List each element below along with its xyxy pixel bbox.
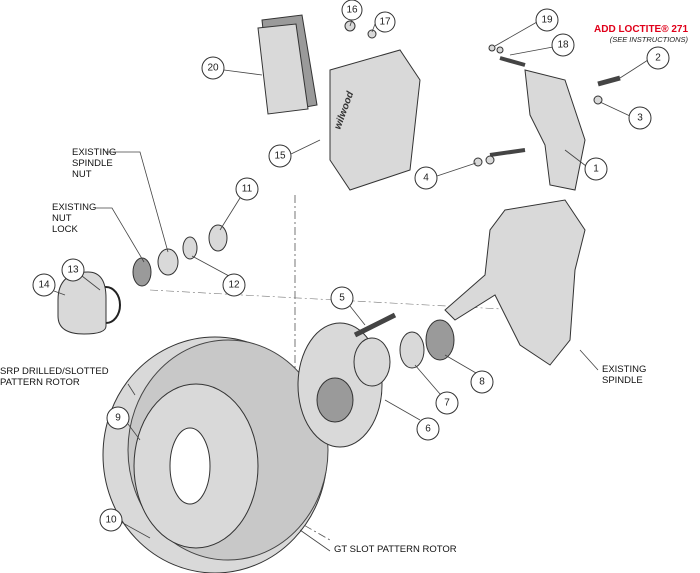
- svg-text:9: 9: [115, 413, 121, 424]
- svg-text:4: 4: [423, 173, 429, 184]
- callout-7: 7: [435, 391, 459, 415]
- callout-15: 15: [268, 144, 292, 168]
- svg-text:5: 5: [339, 293, 345, 304]
- callout-14: 14: [32, 273, 56, 297]
- svg-text:14: 14: [38, 280, 50, 291]
- callout-19: 19: [535, 8, 559, 32]
- svg-text:17: 17: [379, 17, 391, 28]
- label-line: SRP DRILLED/SLOTTED: [0, 366, 109, 377]
- svg-text:11: 11: [242, 184, 253, 195]
- label-line: PATTERN ROTOR: [0, 377, 80, 388]
- svg-text:7: 7: [444, 398, 450, 409]
- seal-8: [425, 319, 455, 361]
- label-line: SPINDLE: [72, 158, 113, 169]
- svg-text:10: 10: [105, 515, 117, 526]
- svg-text:2: 2: [655, 53, 661, 64]
- svg-text:13: 13: [67, 265, 79, 276]
- callout-3: 3: [628, 106, 652, 130]
- caliper-15: [329, 49, 421, 191]
- label-line: NUT: [52, 213, 72, 224]
- label-line: EXISTING: [602, 364, 647, 375]
- loctite-note-subtitle: (SEE INSTRUCTIONS): [609, 35, 689, 44]
- callout-8: 8: [470, 370, 494, 394]
- svg-text:3: 3: [637, 113, 643, 124]
- callout-2: 2: [646, 46, 670, 70]
- callout-17: 17: [374, 11, 396, 33]
- bracket-1: [524, 69, 586, 191]
- callout-1: 1: [584, 157, 608, 181]
- svg-text:18: 18: [557, 40, 569, 51]
- callout-10: 10: [99, 508, 123, 532]
- svg-text:19: 19: [541, 15, 553, 26]
- svg-text:12: 12: [228, 280, 240, 291]
- label-line: LOCK: [52, 224, 78, 235]
- label-existing-nut-lock: EXISTING NUT LOCK: [52, 202, 96, 235]
- callout-16: 16: [341, 0, 363, 21]
- spindle: [444, 199, 586, 366]
- svg-text:1: 1: [593, 164, 599, 175]
- washer-12: [182, 236, 198, 260]
- callout-11: 11: [235, 177, 259, 201]
- label-existing-spindle: EXISTING SPINDLE: [602, 364, 646, 386]
- hub: [297, 322, 391, 448]
- callout-12: 12: [222, 273, 246, 297]
- nut-lock: [132, 257, 152, 287]
- callout-5: 5: [330, 286, 354, 310]
- callout-9: 9: [106, 406, 130, 430]
- label-existing-spindle-nut: EXISTING SPINDLE NUT: [72, 147, 116, 180]
- bearing-11: [208, 224, 228, 252]
- label-line: NUT: [72, 169, 92, 180]
- rotor: [102, 336, 329, 573]
- callout-4: 4: [414, 166, 438, 190]
- svg-text:20: 20: [207, 63, 219, 74]
- loctite-note: ADD LOCTITE® 271 (SEE INSTRUCTIONS): [594, 24, 688, 44]
- dust-cap-14: [57, 271, 107, 335]
- loctite-note-title: ADD LOCTITE® 271: [594, 24, 689, 35]
- svg-text:16: 16: [346, 5, 358, 16]
- svg-text:15: 15: [274, 151, 286, 162]
- svg-text:8: 8: [479, 377, 485, 388]
- label-line: EXISTING: [72, 147, 117, 158]
- label-gt-rotor: GT SLOT PATTERN ROTOR: [334, 544, 457, 555]
- callout-18: 18: [551, 33, 575, 57]
- label-line: EXISTING: [52, 202, 97, 213]
- svg-text:6: 6: [425, 424, 431, 435]
- callout-6: 6: [416, 417, 440, 441]
- bearing-7: [399, 331, 425, 369]
- callout-13: 13: [61, 258, 85, 282]
- spindle-nut: [157, 248, 179, 276]
- label-line: SPINDLE: [602, 375, 643, 386]
- label-srp-rotor: SRP DRILLED/SLOTTED PATTERN ROTOR: [0, 366, 109, 388]
- callout-20: 20: [201, 56, 225, 80]
